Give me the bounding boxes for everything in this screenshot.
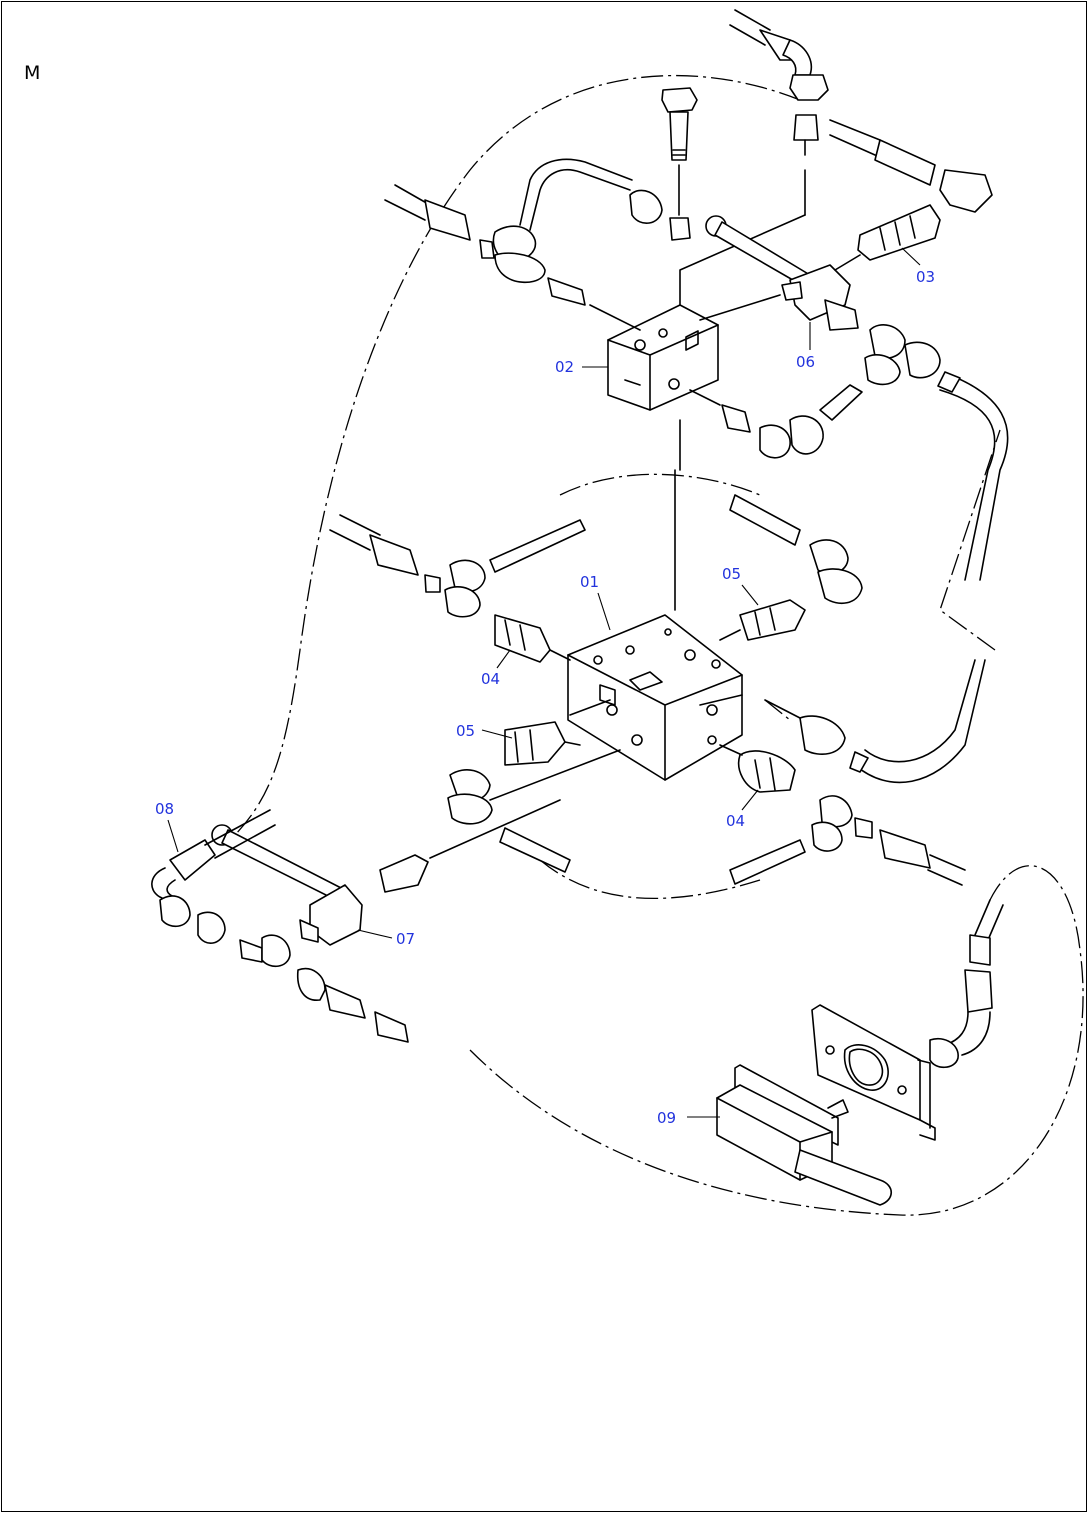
top-hose-assembly (729, 9, 993, 216)
callout-08: 08 (155, 800, 174, 818)
valve-block-01 (567, 614, 743, 781)
callout-04-left: 04 (481, 670, 500, 688)
fittings-around-01 (329, 494, 986, 886)
valve-body-09 (716, 1064, 893, 1206)
right-fittings-02 (689, 324, 1009, 581)
callout-02: 02 (555, 358, 574, 376)
check-valve-03 (857, 204, 941, 261)
ball-valve-06 (699, 215, 861, 331)
callout-07: 07 (396, 930, 415, 948)
callout-03: 03 (916, 268, 935, 286)
upper-left-fittings (384, 158, 663, 331)
bolt (661, 87, 698, 241)
ball-valve-07 (211, 799, 561, 946)
callout-09: 09 (657, 1109, 676, 1127)
elbow-08 (151, 809, 409, 1043)
leader-lines (167, 247, 921, 1118)
lower-right-hose (929, 899, 1004, 1069)
callout-04-right: 04 (726, 812, 745, 830)
callout-labels: 02 03 06 01 05 04 05 04 07 08 09 (155, 268, 935, 1127)
callout-05-lower: 05 (456, 722, 475, 740)
boundary-lines (229, 75, 1084, 1216)
view-letter: M (24, 62, 41, 84)
callout-05-upper: 05 (722, 565, 741, 583)
callout-01: 01 (580, 573, 599, 591)
mounting-plate (811, 1004, 936, 1141)
callout-06: 06 (796, 353, 815, 371)
valve-block-02 (607, 214, 806, 611)
